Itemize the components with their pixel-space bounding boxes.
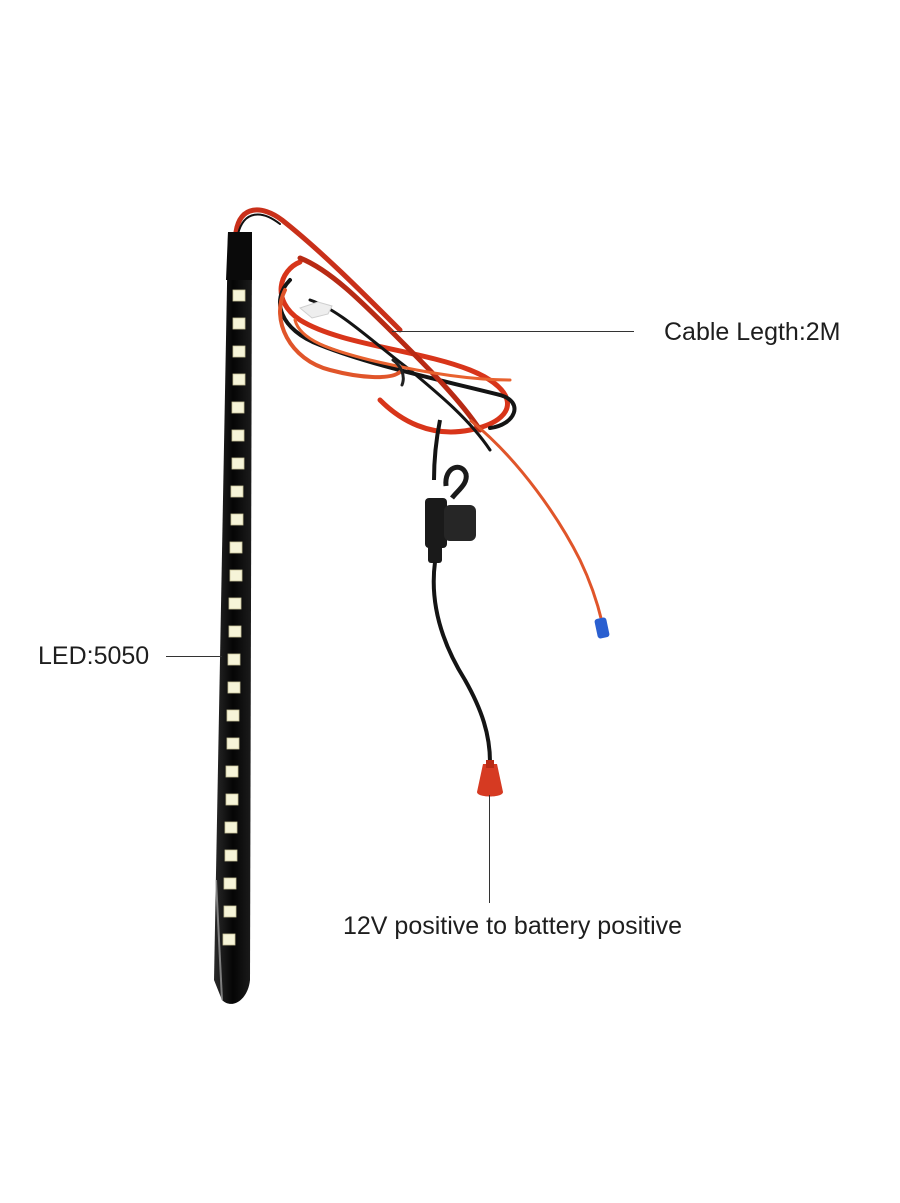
black-wire-to-fuse [432, 419, 442, 481]
positive-lead-leader [489, 795, 490, 903]
led-type-label: LED:5050 [38, 642, 150, 670]
blue-terminal [594, 617, 610, 639]
red-terminal [477, 760, 503, 797]
led-type-leader [166, 656, 222, 657]
led-chips [222, 289, 246, 946]
black-wire-to-terminal [431, 561, 492, 763]
positive-lead-label: 12V positive to battery positive [343, 912, 683, 940]
red-wire-lead [469, 418, 604, 623]
cable-bundle [233, 207, 517, 452]
cable-length-label: Cable Legth:2M [664, 318, 841, 346]
led-strip [214, 232, 252, 1004]
cable-length-leader [392, 331, 634, 332]
fuse-holder [425, 464, 476, 563]
